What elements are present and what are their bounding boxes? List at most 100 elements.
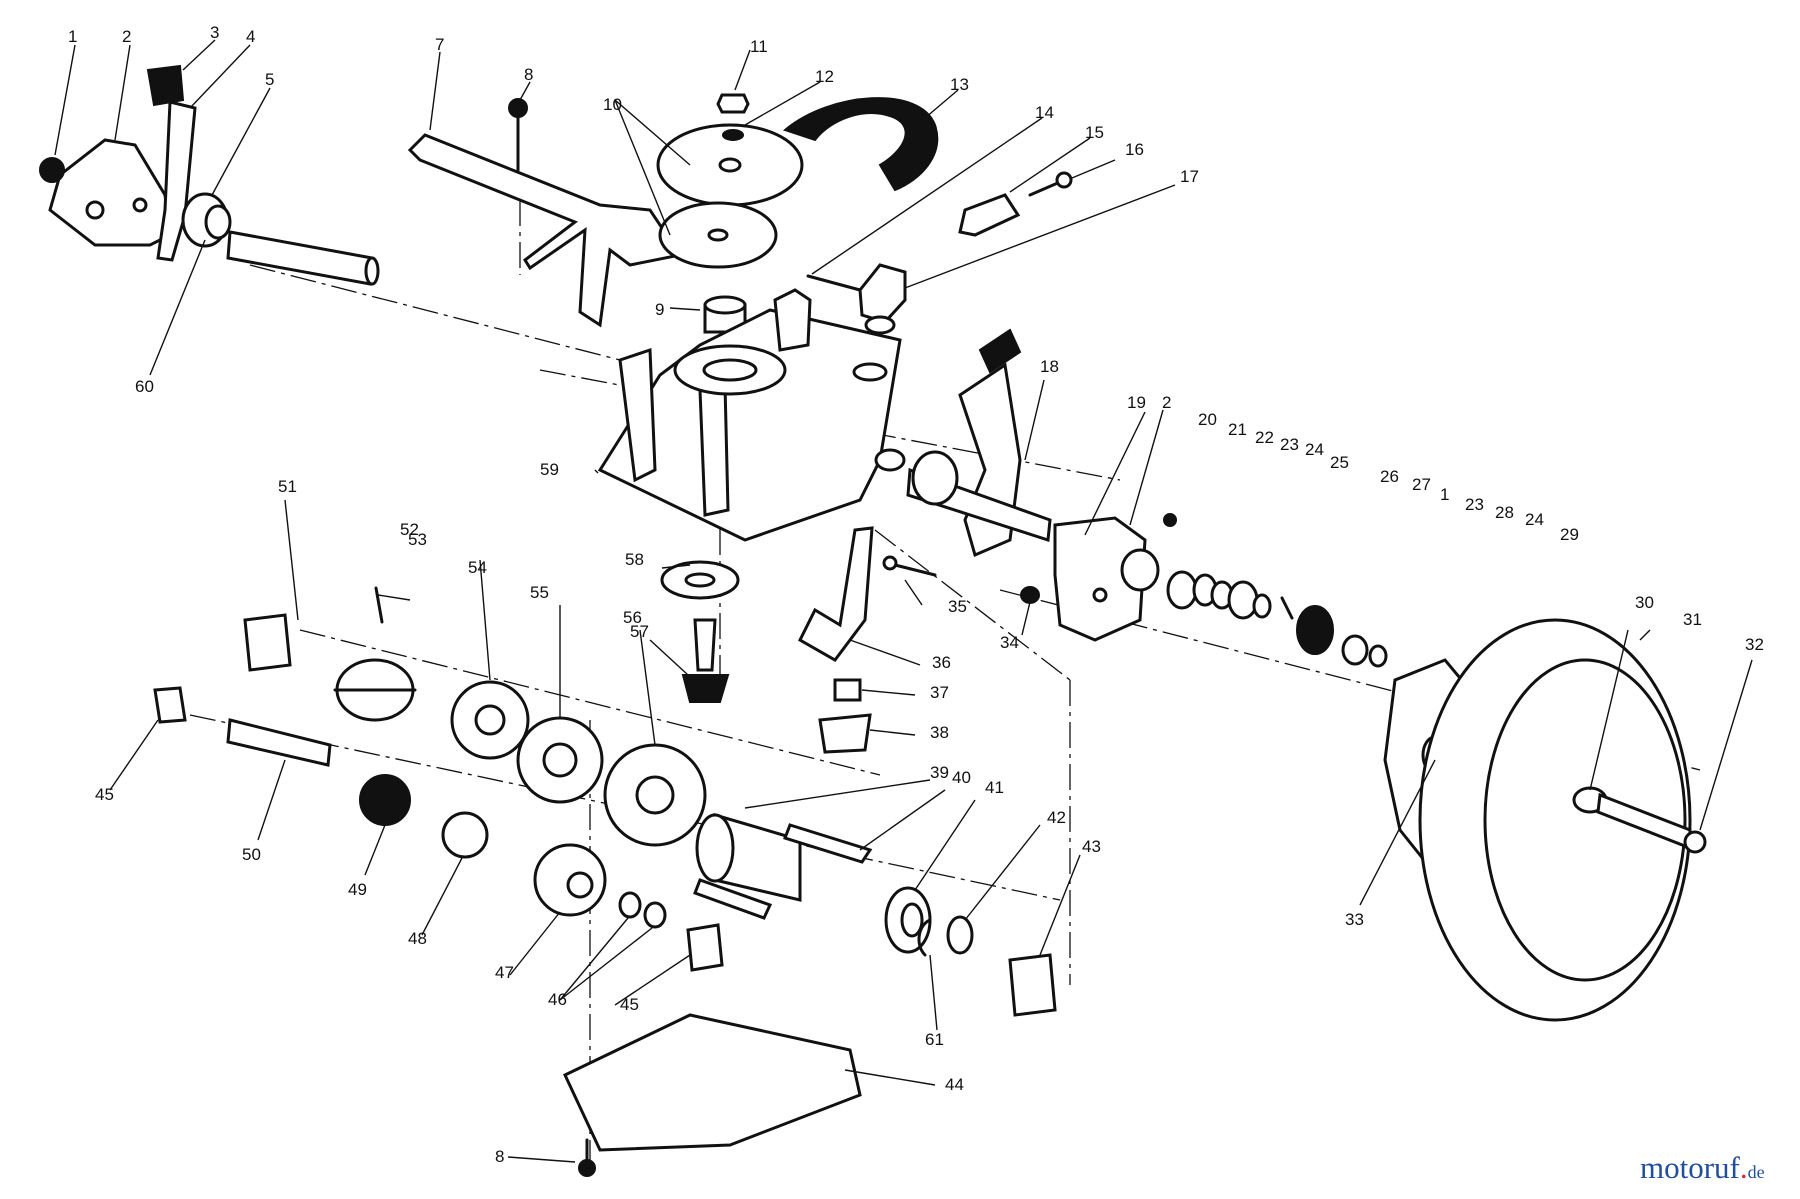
part-label-27: 27 [1412,475,1431,494]
gear-part-56 [603,743,707,847]
part-label-40: 40 [952,768,971,787]
part-label-10: 10 [603,95,622,114]
part-label-57: 57 [630,622,649,641]
oil-pan-part-44 [563,1013,862,1152]
washer-part-28 [1341,634,1388,668]
part-label-32: 32 [1745,635,1764,654]
bushing-part-5 [181,192,232,248]
part-label-28: 28 [1495,503,1514,522]
part-label-45a: 45 [95,785,114,804]
disc-part-10-lower [658,201,778,269]
part-label-14: 14 [1035,103,1054,122]
nut-part-11 [716,93,750,114]
washer-part-12 [722,129,744,141]
watermark-brand: motoruf [1640,1150,1740,1185]
part-label-8b: 8 [495,1147,504,1166]
seal-part-41 [884,886,932,954]
part-label-45b: 45 [620,995,639,1014]
part-label-1: 1 [68,27,77,46]
clip-part-15 [958,193,1021,237]
axle-bolt-part-32 [1596,792,1707,854]
bushing-part-45-right [686,923,724,972]
bearing-part-58 [660,560,740,600]
lever-part-4 [146,64,197,262]
shaft-part-50 [226,718,332,767]
part-label-18: 18 [1040,357,1059,376]
part-label-48: 48 [408,929,427,948]
part-label-2: 2 [122,27,131,46]
part-label-20: 20 [1198,410,1217,429]
part-label-33: 33 [1345,910,1364,929]
clutch-part-53 [333,658,417,722]
part-label-60: 60 [135,377,154,396]
part-label-22: 22 [1255,428,1274,447]
part-label-29: 29 [1560,525,1579,544]
part-label-49: 49 [348,880,367,899]
part-label-43: 43 [1082,837,1101,856]
part-label-8a: 8 [524,65,533,84]
bracket-part-7 [407,133,683,328]
part-label-19: 19 [1127,393,1146,412]
bracket-part-2 [48,138,172,247]
washer-part-46 [618,891,667,929]
part-label-41: 41 [985,778,1004,797]
part-label-13: 13 [950,75,969,94]
housing-part-51 [243,613,292,672]
part-label-51: 51 [278,477,297,496]
part-label-59: 59 [540,460,559,479]
part-label-38: 38 [930,723,949,742]
part-label-9: 9 [655,300,664,319]
part-label-1b: 1 [1440,485,1449,504]
bushing-part-43 [1008,953,1057,1017]
part-label-61: 61 [925,1030,944,1049]
part-label-36: 36 [932,653,951,672]
lever-part-40 [693,823,873,920]
nut-part-34 [1020,586,1040,604]
pin-part-14 [806,274,862,292]
gear-part-1 [39,157,65,183]
gear-part-48 [441,811,489,859]
part-label-31: 31 [1683,610,1702,629]
wheel-part-30 [1418,618,1692,1022]
part-label-25: 25 [1330,453,1349,472]
ring-part-61 [917,918,932,957]
part-label-42: 42 [1047,808,1066,827]
part-label-15: 15 [1085,123,1104,142]
clutch-part-39 [695,812,802,902]
part-label-37: 37 [930,683,949,702]
part-label-23a: 23 [1280,435,1299,454]
leader-lines [54,39,1753,1163]
watermark-tld: de [1747,1162,1765,1182]
gear-part-54 [450,680,530,760]
part-label-12: 12 [815,67,834,86]
lever-part-18 [906,328,1052,558]
gear-part-27 [1296,605,1334,655]
cam-part-38 [818,713,872,754]
gearbox-housing-part-59 [597,288,906,542]
part-label-55: 55 [530,583,549,602]
part-label-24a: 24 [1305,440,1324,459]
shift-fork-part-36 [798,526,874,662]
part-label-35: 35 [948,597,967,616]
bushing-part-45-left [153,686,187,724]
part-label-11: 11 [750,37,768,56]
part-label-21: 21 [1228,420,1247,439]
washer-part-24 [1227,580,1259,620]
part-label-50: 50 [242,845,261,864]
part-label-2b: 2 [1162,393,1171,412]
part-label-7: 7 [435,35,444,54]
bolt-part-35 [882,555,937,577]
part-label-53: 53 [408,530,427,549]
drive-shaft [226,230,380,286]
screw-part-8-top [508,98,528,172]
part-label-47: 47 [495,963,514,982]
washer-part-42 [946,915,974,955]
gear-part-49 [359,774,411,826]
bolt-part-16 [1028,171,1073,197]
part-label-16: 16 [1125,140,1144,159]
watermark: motoruf.de [1640,1150,1765,1185]
bushing-part-9 [703,295,747,334]
part-label-26: 26 [1380,467,1399,486]
